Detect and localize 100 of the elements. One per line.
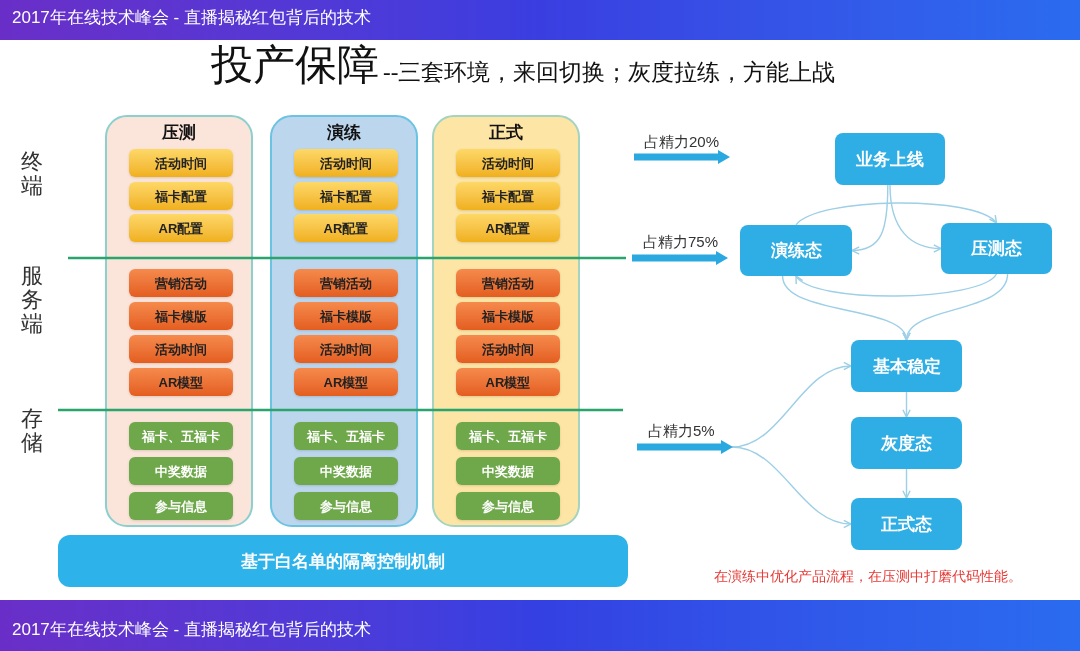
item-box bbox=[456, 214, 560, 242]
column-panel bbox=[105, 115, 253, 527]
state-label: 灰度态 bbox=[881, 434, 932, 452]
item-label: AR模型 bbox=[158, 375, 204, 389]
item-box bbox=[129, 422, 233, 450]
effort-label: 占精力75% bbox=[643, 234, 719, 249]
item-label: 活动时间 bbox=[155, 342, 207, 356]
column-panel bbox=[270, 115, 418, 527]
effort-label: 占精力20% bbox=[644, 134, 720, 149]
item-box bbox=[294, 422, 398, 450]
item-box bbox=[129, 368, 233, 396]
item-box bbox=[294, 182, 398, 210]
subtitle: --三套环境，来回切换；灰度拉练，方能上战 bbox=[383, 61, 836, 84]
item-box bbox=[294, 335, 398, 363]
state-box bbox=[851, 417, 962, 469]
effort-label: 占精力5% bbox=[648, 423, 715, 438]
connector-arrow bbox=[731, 362, 852, 448]
item-label: 活动时间 bbox=[482, 342, 534, 356]
note-text: 在演练中优化产品流程，在压测中打磨代码性能。 bbox=[714, 569, 1022, 583]
item-box bbox=[456, 335, 560, 363]
item-box bbox=[294, 214, 398, 242]
item-label: 活动时间 bbox=[482, 156, 534, 170]
connector-arrow bbox=[795, 202, 998, 226]
item-box bbox=[456, 457, 560, 485]
row-label: 存储 bbox=[21, 407, 43, 456]
state-label: 演练态 bbox=[770, 242, 822, 259]
item-box bbox=[456, 182, 560, 210]
state-label: 基本稳定 bbox=[872, 357, 941, 375]
item-label: 福卡配置 bbox=[320, 189, 372, 203]
connector-arrow bbox=[889, 184, 942, 253]
item-box bbox=[456, 149, 560, 177]
connector-arrow bbox=[902, 468, 911, 499]
banner-label: 基于白名单的隔离控制机制 bbox=[241, 552, 445, 570]
column-heading: 压测 bbox=[162, 122, 196, 144]
item-box bbox=[456, 269, 560, 297]
item-label: 参与信息 bbox=[482, 499, 534, 513]
state-label: 正式态 bbox=[881, 515, 932, 533]
item-label: AR配置 bbox=[323, 221, 369, 235]
column-heading: 演练 bbox=[327, 122, 361, 144]
item-label: 中奖数据 bbox=[155, 464, 207, 478]
item-box bbox=[456, 302, 560, 330]
item-box bbox=[129, 457, 233, 485]
state-box bbox=[835, 133, 945, 185]
banner-text: 2017年在线技术峰会 - 直播揭秘红包背后的技术 bbox=[12, 621, 371, 638]
item-label: 福卡模版 bbox=[320, 309, 372, 323]
item-box bbox=[129, 269, 233, 297]
item-box bbox=[456, 492, 560, 520]
item-label: AR模型 bbox=[323, 375, 369, 389]
state-label: 业务上线 bbox=[856, 150, 924, 168]
item-box bbox=[129, 214, 233, 242]
item-box bbox=[294, 269, 398, 297]
banner-text: 2017年在线技术峰会 - 直播揭秘红包背后的技术 bbox=[12, 9, 371, 26]
item-label: 福卡模版 bbox=[482, 309, 534, 323]
state-box bbox=[851, 498, 962, 550]
connector-arrow bbox=[731, 446, 852, 528]
item-label: 营销活动 bbox=[155, 276, 207, 290]
item-label: 营销活动 bbox=[482, 276, 534, 290]
item-label: 福卡、五福卡 bbox=[469, 429, 547, 443]
item-box bbox=[294, 368, 398, 396]
item-label: AR模型 bbox=[485, 375, 531, 389]
state-box bbox=[941, 223, 1052, 274]
row-label: 终端 bbox=[21, 150, 43, 199]
item-label: 活动时间 bbox=[155, 156, 207, 170]
item-label: 福卡配置 bbox=[155, 189, 207, 203]
item-box bbox=[294, 302, 398, 330]
item-box bbox=[294, 149, 398, 177]
connector-arrow bbox=[904, 273, 1009, 341]
state-label: 压测态 bbox=[971, 240, 1022, 257]
item-box bbox=[129, 182, 233, 210]
state-box bbox=[851, 340, 962, 392]
item-label: 活动时间 bbox=[320, 342, 372, 356]
item-label: 活动时间 bbox=[320, 156, 372, 170]
item-label: 中奖数据 bbox=[320, 464, 372, 478]
item-box bbox=[129, 335, 233, 363]
item-box bbox=[294, 457, 398, 485]
connector-arrow bbox=[795, 273, 998, 297]
column-heading: 正式 bbox=[489, 122, 523, 144]
connector-arrow bbox=[851, 184, 889, 255]
slide-title: 投产保障 bbox=[211, 44, 379, 86]
item-box bbox=[456, 422, 560, 450]
row-label: 服务端 bbox=[21, 264, 43, 337]
item-label: 营销活动 bbox=[320, 276, 372, 290]
item-label: AR配置 bbox=[485, 221, 531, 235]
item-label: 参与信息 bbox=[155, 499, 207, 513]
item-label: 参与信息 bbox=[320, 499, 372, 513]
column-panel bbox=[432, 115, 580, 527]
item-box bbox=[129, 302, 233, 330]
item-label: 福卡、五福卡 bbox=[142, 429, 220, 443]
item-box bbox=[456, 368, 560, 396]
item-label: AR配置 bbox=[158, 221, 204, 235]
connector-arrow bbox=[902, 391, 911, 418]
item-box bbox=[129, 149, 233, 177]
item-label: 中奖数据 bbox=[482, 464, 534, 478]
item-box bbox=[129, 492, 233, 520]
item-box bbox=[294, 492, 398, 520]
banner-bar bbox=[58, 535, 628, 587]
item-label: 福卡、五福卡 bbox=[307, 429, 385, 443]
item-label: 福卡模版 bbox=[155, 309, 207, 323]
state-box bbox=[740, 225, 852, 276]
item-label: 福卡配置 bbox=[482, 189, 534, 203]
